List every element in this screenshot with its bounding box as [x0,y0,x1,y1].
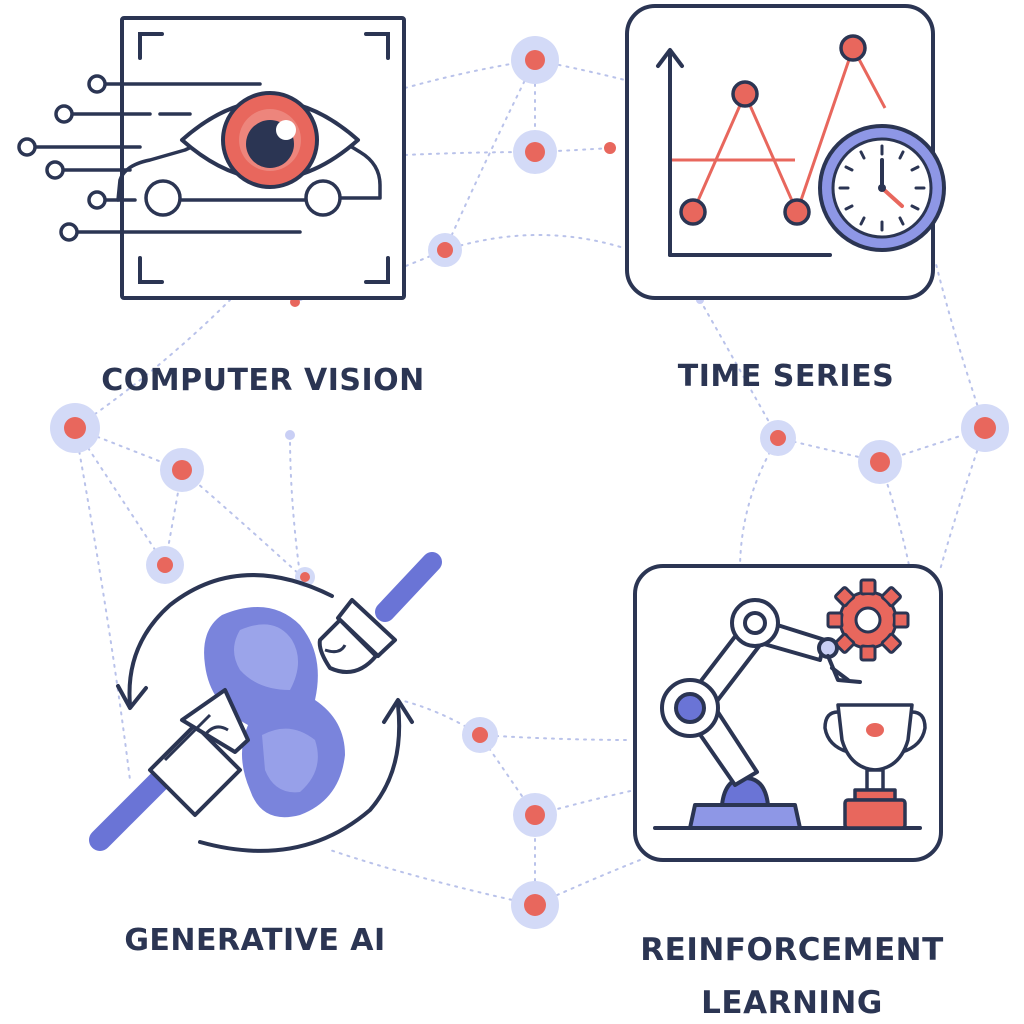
network-node [760,420,796,456]
network-node [146,546,184,584]
network-node [513,793,557,837]
network-node [428,233,462,267]
network-node [511,36,559,84]
network-node [604,142,616,154]
reinforcement-learning-label-line1: REINFORCEMENT [640,932,943,968]
network-node [50,403,100,453]
network-node [511,881,559,929]
generative-ai-label: GENERATIVE AI [124,923,385,958]
network-node [462,717,498,753]
network-node [858,440,902,484]
network-node [961,404,1009,452]
line-chart-clock-icon [625,4,946,300]
paintbrush-cycle-icon [89,552,442,853]
network-node [513,130,557,174]
eye-car-icon [17,16,406,300]
robot-arm-trophy-icon [633,564,943,862]
network-node [160,448,204,492]
network-nodes [50,36,1009,929]
network-node [285,430,295,440]
time-series-label: TIME SERIES [678,359,894,394]
reinforcement-learning-label-line2: LEARNING [701,985,883,1021]
computer-vision-label: COMPUTER VISION [101,363,424,398]
